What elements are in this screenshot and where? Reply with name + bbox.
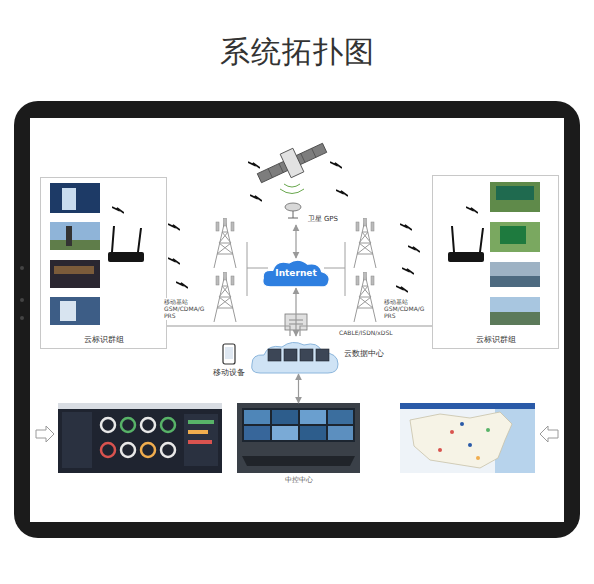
tiny-label: CABLE/ISDN/xDSL (338, 329, 394, 336)
server-icon (268, 349, 281, 361)
cloud-shape (252, 342, 338, 373)
phone-body (223, 344, 235, 364)
server-icon (300, 349, 313, 361)
internet-cloud: Internet (261, 258, 331, 288)
connector (167, 326, 290, 336)
text-holder: 移动设备 (192, 368, 266, 378)
satellite: 卫星 GPS (262, 145, 338, 225)
node-label: 移动设备 (192, 368, 266, 378)
connector (298, 374, 299, 403)
text-holder: 卫星 GPS (308, 215, 338, 223)
tiny-label: 移动基站 GSM/CDMA/GPRS (163, 298, 209, 320)
mobile-device: 移动设备 (222, 343, 236, 365)
node-label: 云数据中心 (344, 349, 384, 359)
connector (300, 326, 432, 336)
node-label: 云标识群组 (41, 335, 166, 345)
node-label: 中控中心 (207, 476, 390, 484)
node-label: 卫星 GPS (308, 215, 338, 223)
control-center-screen: 中控中心 (237, 403, 360, 473)
node-label: Internet (275, 268, 316, 279)
page-title: 系统拓扑图 (0, 34, 594, 70)
text-holder: Internet (261, 258, 331, 288)
server-icon (284, 349, 297, 361)
group-box: 云标识群组 (40, 177, 167, 349)
cloud-shape (263, 260, 329, 287)
phone-screen (225, 347, 233, 359)
text-holder: 云数据中心 (344, 349, 384, 359)
text-holder: 中控中心 (207, 476, 390, 484)
connector (295, 225, 296, 258)
dc-outline (250, 336, 340, 374)
group-box: 云标识群组 (432, 175, 559, 349)
server-icon (316, 349, 329, 361)
text-holder: 云标识群组 (433, 335, 558, 345)
data-center-cloud: 云数据中心 (250, 336, 340, 374)
tiny-label: 移动基站 GSM/CDMA/GPRS (383, 298, 429, 320)
connector (295, 288, 296, 336)
node-label: 云标识群组 (433, 335, 558, 345)
text-holder: 云标识群组 (41, 335, 166, 345)
phone-outline (222, 343, 236, 365)
